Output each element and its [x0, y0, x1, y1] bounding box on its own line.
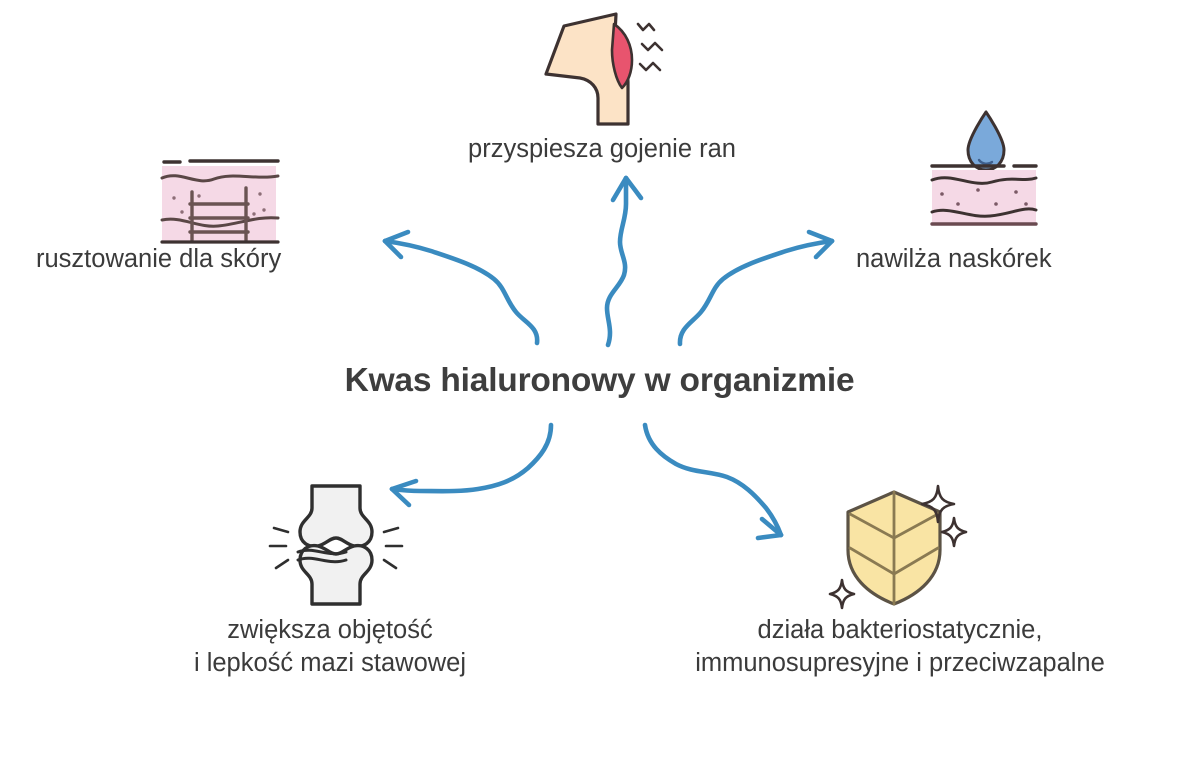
node-label-joint-fluid: zwiększa objętość i lepkość mazi stawowe… [193, 616, 467, 677]
knee-joint-icon [268, 480, 404, 610]
node-label-hydration: nawilża naskórek [856, 245, 1052, 273]
wounded-knee-icon [536, 2, 676, 128]
shield-sparkle-icon [826, 476, 968, 610]
arrow-to-wound-healing [604, 175, 644, 348]
arrow-to-joint-fluid [389, 422, 554, 508]
node-label-wound-healing: przyspiesza gojenie ran [468, 135, 736, 163]
diagram-center-title: Kwas hialuronowy w organizmie [344, 362, 855, 399]
node-label-antibacterial: działa bakteriostatycznie, immunosupresy… [695, 616, 1105, 677]
arrow-to-antibacterial [642, 422, 784, 541]
water-droplet-skin-icon [928, 106, 1064, 232]
node-label-skin-scaffold: rusztowanie dla skóry [36, 245, 282, 273]
arrow-to-hydration [677, 229, 835, 347]
arrow-to-skin-scaffold [382, 229, 540, 346]
skin-cross-section-scaffold-icon [152, 152, 292, 248]
